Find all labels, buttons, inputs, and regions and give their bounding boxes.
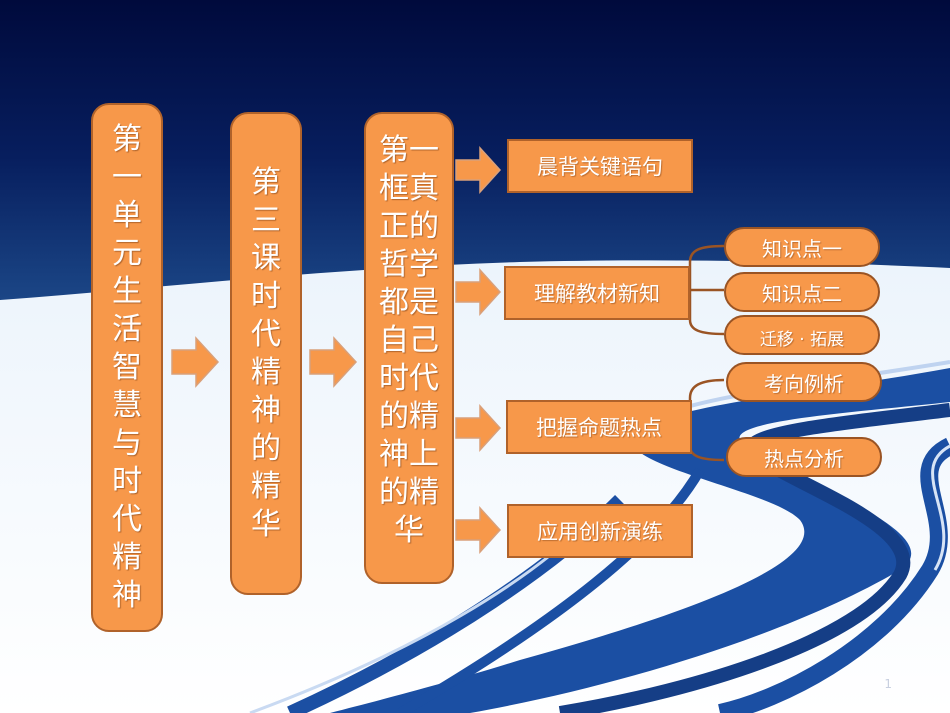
section-title: 第一框真正的哲学都是自己时代的精神上的精华 (379, 133, 439, 548)
recite-label: 晨背关键语句 (537, 155, 663, 179)
section-column: 第一框真正的哲学都是自己时代的精神上的精华 (364, 112, 454, 584)
unit-title: 第一单元生活智慧与时代精神 (112, 121, 142, 613)
kp1-label: 知识点一 (762, 236, 842, 261)
grasp-box[interactable]: 把握命题热点 (506, 400, 692, 454)
arrow-to-understand (455, 268, 502, 316)
hot-label: 热点分析 (764, 446, 844, 471)
unit-column: 第一单元生活智慧与时代精神 (91, 103, 163, 632)
arrow-to-grasp (455, 404, 502, 452)
kp2-label: 知识点二 (762, 281, 842, 306)
lesson-title: 第三课时代精神的精华 (251, 164, 281, 542)
arrow-to-recite (455, 146, 502, 194)
understand-label: 理解教材新知 (534, 282, 660, 306)
example-pill[interactable]: 考向例析 (726, 362, 882, 402)
arrow-col2-col3 (309, 336, 358, 388)
apply-label: 应用创新演练 (537, 520, 663, 544)
kp1-pill[interactable]: 知识点一 (724, 227, 880, 267)
apply-box[interactable]: 应用创新演练 (507, 504, 693, 558)
grasp-label: 把握命题热点 (536, 416, 662, 440)
hot-pill[interactable]: 热点分析 (726, 437, 882, 477)
transfer-label: 迁移 · 拓展 (759, 329, 845, 350)
example-label: 考向例析 (764, 371, 844, 396)
page-number: 1 (884, 677, 892, 691)
lesson-column: 第三课时代精神的精华 (230, 112, 302, 595)
arrow-col1-col2 (171, 336, 220, 388)
recite-box[interactable]: 晨背关键语句 (507, 139, 693, 193)
kp2-pill[interactable]: 知识点二 (724, 272, 880, 312)
arrow-to-apply (455, 506, 502, 554)
transfer-pill[interactable]: 迁移 · 拓展 (724, 315, 880, 355)
understand-box[interactable]: 理解教材新知 (504, 266, 690, 320)
